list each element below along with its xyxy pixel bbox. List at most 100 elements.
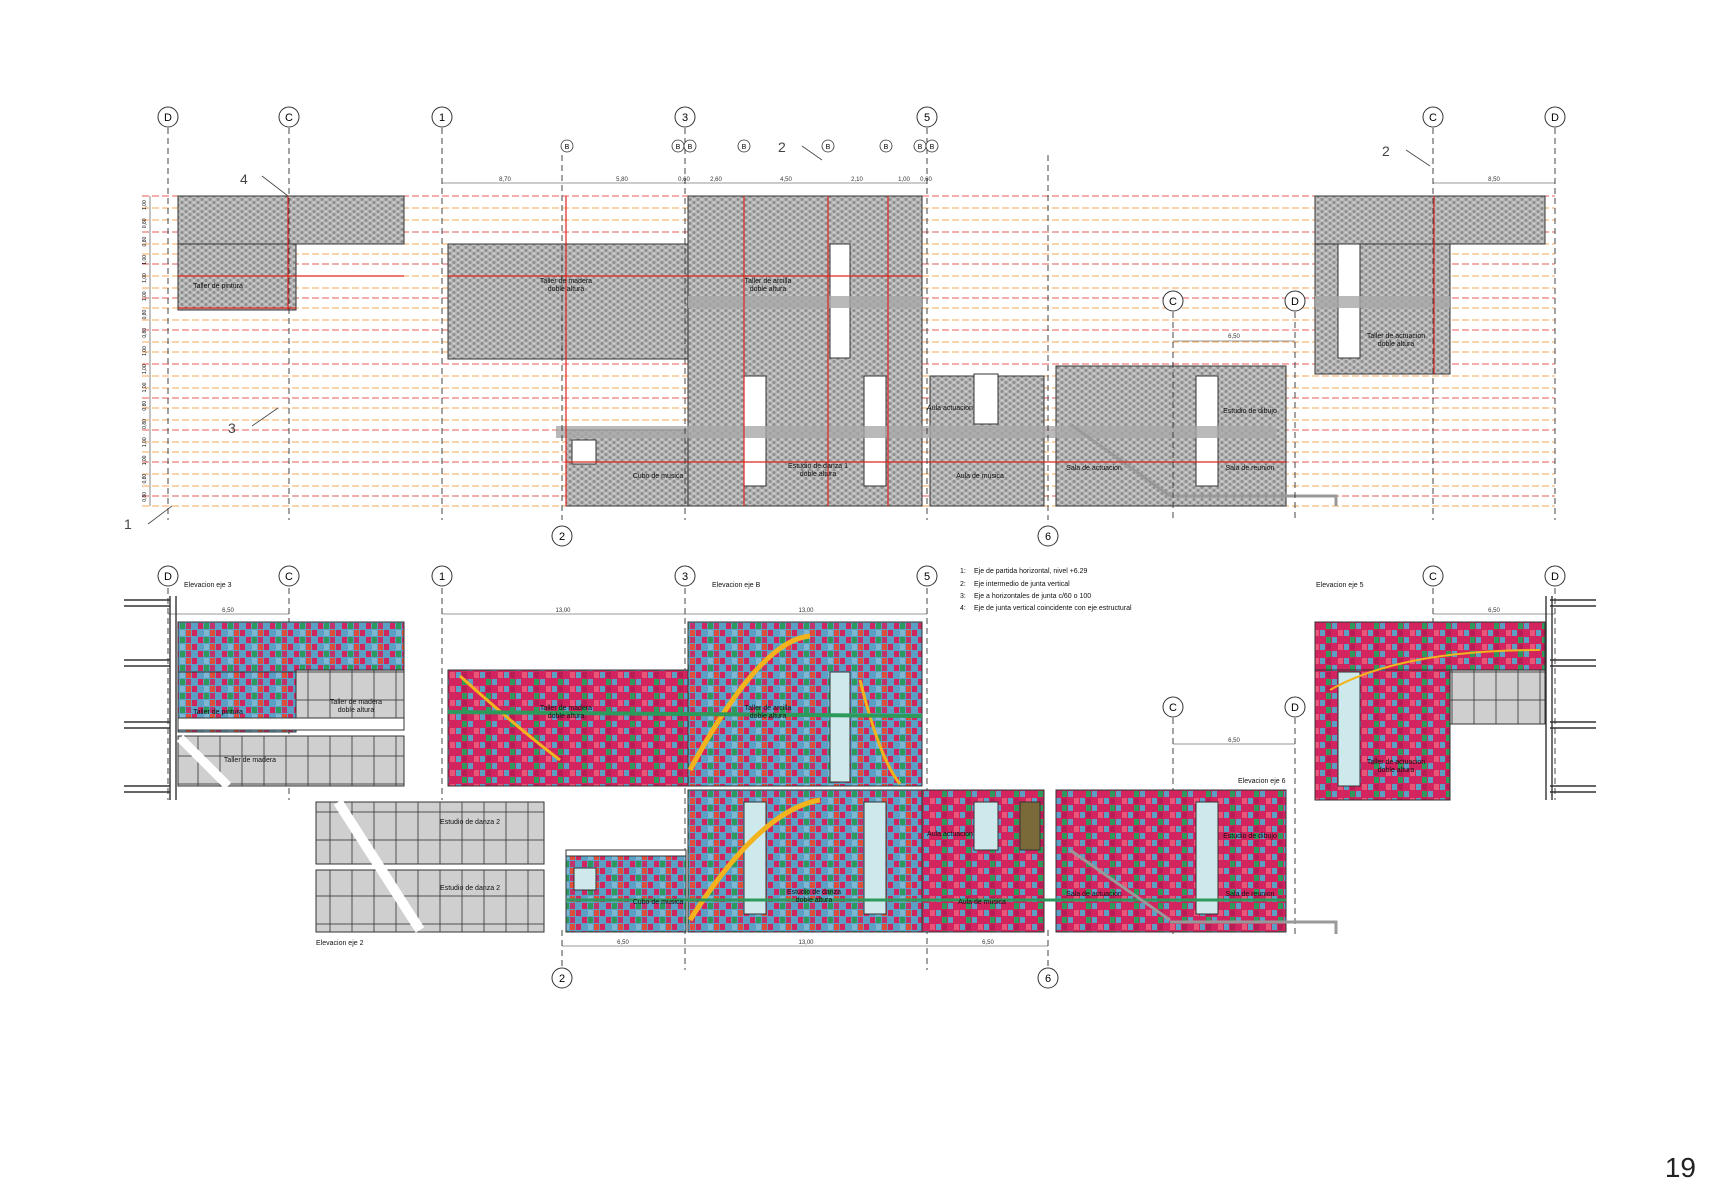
elevation-title: Elevacion eje B	[712, 582, 761, 589]
legend-num: 2:	[960, 581, 966, 588]
room-label: Taller de actuacion	[1367, 759, 1425, 766]
dimension-text: 0,60	[920, 177, 932, 183]
room-label: Aula de musica	[956, 473, 1004, 480]
row-dimension-text: 1,00	[142, 346, 148, 356]
row-dimension-text: 0,80	[142, 218, 148, 228]
elevation-title: Elevacion eje 3	[184, 582, 232, 589]
axis-label: 2	[559, 531, 565, 543]
elevation-title: Elevacion eje 6	[1238, 778, 1286, 785]
legend: 1: Eje de partida horizontal, nivel +6.2…	[960, 568, 1132, 612]
row-dimension-text: 1,00	[142, 200, 148, 210]
section-dimensions: 6,50 13,00 13,00 6,50 6,50 6,50 13,00 6,…	[168, 608, 1555, 947]
axis-label: D	[1291, 702, 1299, 714]
sub-axis-label: B	[676, 144, 681, 151]
room-labels-top: Taller de pintura Taller de madera doble…	[193, 278, 1425, 480]
row-dimension-text: 0,80	[142, 309, 148, 319]
red-axis-lines	[178, 196, 1435, 506]
legend-num: 3:	[960, 593, 966, 600]
axis-label: C	[1429, 112, 1437, 124]
axis-label: 1	[439, 112, 445, 124]
room-label: Taller de arcilla	[745, 705, 792, 712]
axis-label: C	[285, 112, 293, 124]
row-dimension-text: 0,80	[142, 401, 148, 411]
sub-axis-label: B	[918, 144, 923, 151]
room-label: doble altura	[750, 713, 787, 720]
row-dimension-text: 1,00	[142, 364, 148, 374]
room-label: Taller de madera	[540, 705, 592, 712]
dimension-text: 13,00	[798, 608, 814, 614]
row-dimension-text: 0,80	[142, 328, 148, 338]
row-dimension-text: 1,00	[142, 437, 148, 447]
brick-masses	[177, 195, 1546, 507]
legend-text: Eje intermedio de junta vertical	[974, 581, 1070, 588]
room-label: doble altura	[1378, 341, 1415, 348]
room-label: Estudio de danza 2	[440, 885, 500, 892]
row-dimension-text: 1,00	[142, 273, 148, 283]
dimension-text: 0,60	[678, 177, 690, 183]
callout-number: 4	[240, 171, 248, 187]
room-label: Sala de reunion	[1225, 465, 1274, 472]
room-label: doble altura	[548, 286, 585, 293]
sub-axis-label: B	[688, 144, 693, 151]
room-label: doble altura	[796, 897, 833, 904]
elevation-title: Elevacion eje 5	[1316, 582, 1364, 589]
dimension-text: 6,50	[1228, 738, 1240, 744]
room-label: Taller de madera	[540, 278, 592, 285]
axis-label: D	[1551, 571, 1559, 583]
room-label: Cubo de musica	[633, 473, 684, 480]
legend-num: 4:	[960, 605, 966, 612]
legend-num: 1:	[960, 568, 966, 575]
room-label: Estudio de danza	[787, 889, 841, 896]
legend-text: Eje de partida horizontal, nivel +6.29	[974, 568, 1088, 575]
dimension-text: 2,60	[710, 177, 722, 183]
dimension-text: 4,50	[780, 177, 792, 183]
bottom-elevation: D C 1 3 5 C D C D 2 6 6,50 13,00 13,00 6…	[124, 565, 1596, 989]
elevation-title: Elevacion eje 2	[316, 940, 364, 947]
axis-label: D	[164, 112, 172, 124]
room-label: Taller de pintura	[193, 283, 243, 290]
dimension-text: 13,00	[798, 940, 814, 946]
sub-axis-bubbles: B B B B B B B B	[560, 139, 939, 153]
callout-number: 3	[228, 420, 236, 436]
room-label: Taller de arcilla	[745, 278, 792, 285]
axis-dashed-lines	[167, 128, 1556, 520]
axis-label: 3	[682, 112, 688, 124]
axis-label: C	[1169, 702, 1177, 714]
axis-label: 6	[1045, 973, 1051, 985]
room-label: doble altura	[1378, 767, 1415, 774]
axis-bubbles-top: D C 1 3 5 C D C D 2 6	[157, 106, 1566, 547]
elevation-titles: Elevacion eje 3 Elevacion eje B Elevacio…	[184, 582, 1364, 947]
axis-label: 1	[439, 571, 445, 583]
row-dimension-text: 0,80	[142, 237, 148, 247]
legend-text: Eje de junta vertical coincidente con ej…	[974, 605, 1132, 612]
row-dimension-text: 1,00	[142, 291, 148, 301]
sub-axis-label: B	[742, 144, 747, 151]
dimension-text: 6,50	[617, 940, 629, 946]
room-label: Sala de actuacion	[1066, 465, 1122, 472]
page-number: 19	[1664, 1152, 1696, 1183]
top-dimension-line: 8,70 5,80 0,60 2,60 4,50 2,10 1,00 0,60 …	[442, 177, 1555, 342]
room-label: Taller de madera	[330, 699, 382, 706]
room-label: Estudio de dibujo	[1223, 408, 1277, 415]
legend-text: Eje a horizontales de junta c/60 o 100	[974, 593, 1091, 600]
dimension-text: 6,50	[982, 940, 994, 946]
axis-label: 5	[924, 571, 930, 583]
room-label: Aula actuacion	[927, 831, 973, 838]
callout-number: 2	[778, 139, 786, 155]
sub-axis-label: B	[565, 144, 570, 151]
dimension-text: 6,50	[1488, 608, 1500, 614]
axis-label: C	[1169, 296, 1177, 308]
row-dimension-text: 1,00	[142, 455, 148, 465]
sub-axis-label: B	[884, 144, 889, 151]
room-label: doble altura	[338, 707, 375, 714]
dimension-text: 6,50	[1228, 334, 1240, 340]
room-label: Sala de reunion	[1225, 891, 1274, 898]
axis-label: 3	[682, 571, 688, 583]
row-dimensions: 1,00 0,80 0,80 1,00 1,00 1,00 0,80 0,80 1,00 1,00…	[142, 196, 151, 506]
room-label: Taller de madera	[224, 757, 276, 764]
dimension-text: 6,50	[222, 608, 234, 614]
room-label: Taller de pintura	[193, 709, 243, 716]
axis-label: 2	[559, 973, 565, 985]
room-label: doble altura	[800, 471, 837, 478]
